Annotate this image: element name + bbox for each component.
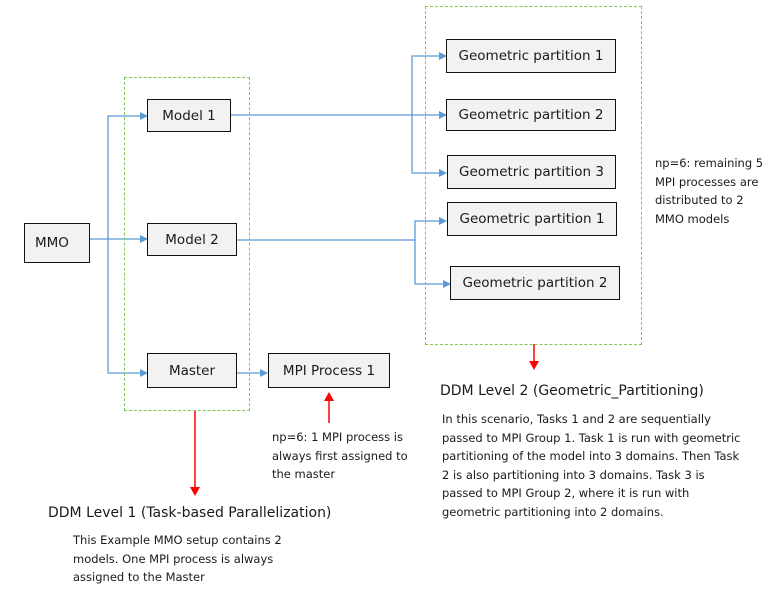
- description-line: assigned to the Master: [73, 570, 205, 584]
- connector-model2-partition2: [414, 240, 451, 288]
- level1-description: This Example MMO setup contains 2 models…: [73, 531, 282, 587]
- note-line: the master: [272, 467, 336, 481]
- description-line: passed to MPI Group 2, where it is run w…: [442, 486, 690, 500]
- model1-partition-1[interactable]: Geometric partition 1: [446, 39, 616, 73]
- level1-group: [124, 77, 250, 411]
- connector-model2-partition1: [414, 217, 447, 240]
- model2-partition-2[interactable]: Geometric partition 2: [450, 266, 620, 300]
- model1-partition-3[interactable]: Geometric partition 3: [447, 155, 616, 189]
- connector-model1-partition3: [411, 115, 447, 177]
- connector-mmo-master: [107, 369, 148, 377]
- description-line: partitioning of the model into 3 domains…: [442, 449, 740, 463]
- master-node[interactable]: Master: [147, 353, 237, 388]
- description-line: models. One MPI process is always: [73, 551, 274, 566]
- note-line: np=6: 1 MPI process is: [272, 430, 403, 444]
- level2-group: [425, 6, 642, 345]
- remaining-processes-note: np=6: remaining 5 MPI processes are dist…: [655, 154, 763, 228]
- model1-node[interactable]: Model 1: [147, 99, 231, 132]
- model2-node[interactable]: Model 2: [147, 223, 237, 256]
- description-line: passed to MPI Group 1. Task 1 is run wit…: [442, 430, 741, 445]
- level2-description: In this scenario, Tasks 1 and 2 are sequ…: [442, 410, 741, 521]
- note-line: MPI processes are: [655, 174, 759, 189]
- connector-mmo-model1: [107, 112, 148, 369]
- description-line: geometric partitioning into 2 domains.: [442, 504, 664, 519]
- note-line: distributed to 2: [655, 193, 744, 207]
- description-line: This Example MMO setup contains 2: [73, 533, 282, 547]
- level1-title: DDM Level 1 (Task-based Parallelization): [48, 505, 332, 521]
- connector-model1-partition1: [411, 52, 447, 115]
- note-line: MMO models: [655, 211, 730, 226]
- model2-partition-1[interactable]: Geometric partition 1: [447, 202, 617, 236]
- mpi-process-node[interactable]: MPI Process 1: [268, 353, 390, 388]
- level2-title: DDM Level 2 (Geometric_Partitioning): [440, 383, 704, 399]
- description-line: 2 is also partitioning into 3 domains. T…: [442, 467, 705, 482]
- master-process-note: np=6: 1 MPI process is always first assi…: [272, 428, 408, 484]
- description-line: In this scenario, Tasks 1 and 2 are sequ…: [442, 412, 711, 426]
- note-line: np=6: remaining 5: [655, 156, 764, 170]
- model1-partition-2[interactable]: Geometric partition 2: [446, 99, 616, 131]
- mpi-note-arrowhead-icon: [324, 392, 334, 401]
- note-line: always first assigned to: [272, 448, 408, 463]
- level1-arrowhead-icon: [190, 487, 200, 496]
- level2-arrowhead-icon: [529, 361, 539, 370]
- mmo-node[interactable]: MMO: [24, 223, 90, 263]
